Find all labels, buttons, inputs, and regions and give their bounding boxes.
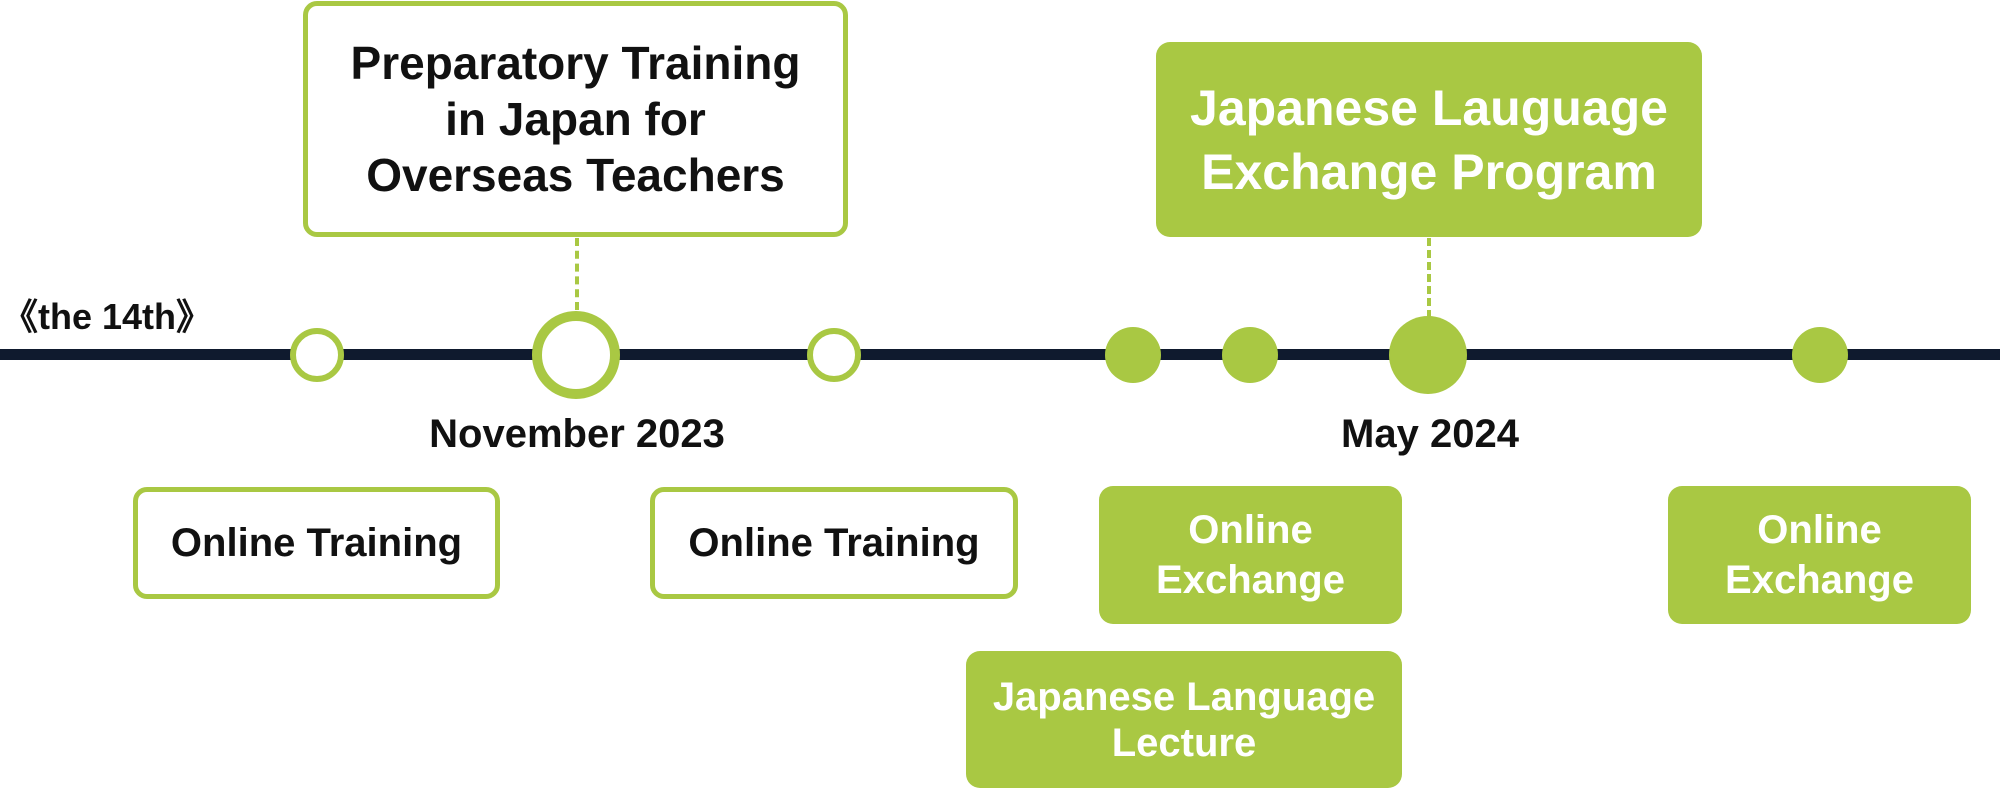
node-online-exchange-c [1792, 327, 1848, 383]
box-online-training-1-text: Online Training [170, 521, 463, 565]
date-may-2024: May 2024 [1341, 412, 1519, 456]
box-exchange-program-text: Japanese Lauguage Exchange Program [1190, 79, 1668, 200]
box-preparatory-training-text: Preparatory Training in Japan for Overse… [350, 37, 801, 201]
node-exchange-program [1389, 316, 1467, 394]
node-preparatory [532, 311, 620, 399]
box-online-exchange-2: Online Exchange [1668, 486, 1971, 624]
box-online-training-2: Online Training [650, 487, 1018, 599]
date-november-2023: November 2023 [429, 412, 725, 456]
connector-exchange-program [1427, 238, 1431, 318]
box-language-lecture: Japanese Language Lecture [966, 651, 1402, 788]
box-language-lecture-text: Japanese Language Lecture [992, 674, 1376, 765]
node-online-training-2 [807, 328, 861, 382]
box-online-training-2-text: Online Training [688, 521, 980, 565]
node-online-training-1 [290, 328, 344, 382]
node-online-exchange-b [1222, 327, 1278, 383]
timeline-axis [0, 349, 2000, 360]
box-online-exchange-1: Online Exchange [1099, 486, 1402, 624]
box-online-exchange-1-text: Online Exchange [1156, 508, 1345, 602]
node-online-exchange-a [1105, 327, 1161, 383]
box-online-training-1: Online Training [133, 487, 500, 599]
connector-preparatory [575, 238, 579, 310]
box-exchange-program: Japanese Lauguage Exchange Program [1156, 42, 1702, 237]
edition-label: 《the 14th》 [2, 296, 213, 337]
box-online-exchange-2-text: Online Exchange [1725, 508, 1914, 602]
box-preparatory-training: Preparatory Training in Japan for Overse… [303, 1, 848, 237]
